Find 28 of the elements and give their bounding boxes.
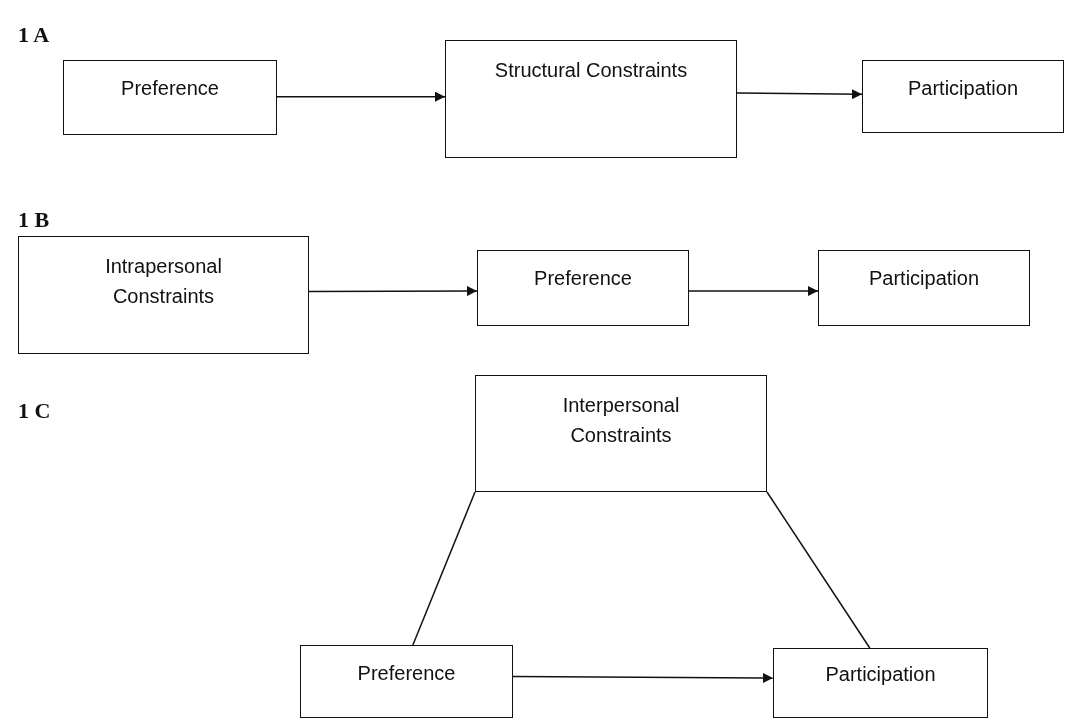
process-box [818, 250, 1030, 326]
process-box [18, 236, 309, 354]
process-box [862, 60, 1064, 133]
box-label: Structural Constraints [494, 58, 688, 83]
box-label: Preference [534, 266, 632, 291]
box-label: Participation [907, 76, 1019, 101]
box-label: Interpersonal Constraints [561, 393, 681, 448]
arrow [308, 286, 478, 297]
process-box [445, 40, 737, 158]
process-box [63, 60, 277, 135]
process-box [477, 250, 689, 326]
panel-label: 1 A [18, 22, 50, 48]
process-box [300, 645, 513, 718]
box-label: Participation [825, 662, 936, 687]
box-label: Intrapersonal Constraints [104, 254, 223, 309]
process-box [475, 375, 767, 492]
arrow [736, 89, 863, 100]
box-label: Preference [357, 661, 456, 686]
panel-label: 1 B [18, 207, 50, 233]
panel-label: 1 C [18, 398, 51, 424]
box-label: Preference [121, 76, 219, 101]
arrow [512, 673, 774, 684]
connector-line [412, 491, 476, 646]
connector-line [766, 491, 871, 649]
process-box [773, 648, 988, 718]
arrow [688, 286, 819, 297]
arrow [276, 91, 446, 102]
box-label: Participation [868, 266, 980, 291]
